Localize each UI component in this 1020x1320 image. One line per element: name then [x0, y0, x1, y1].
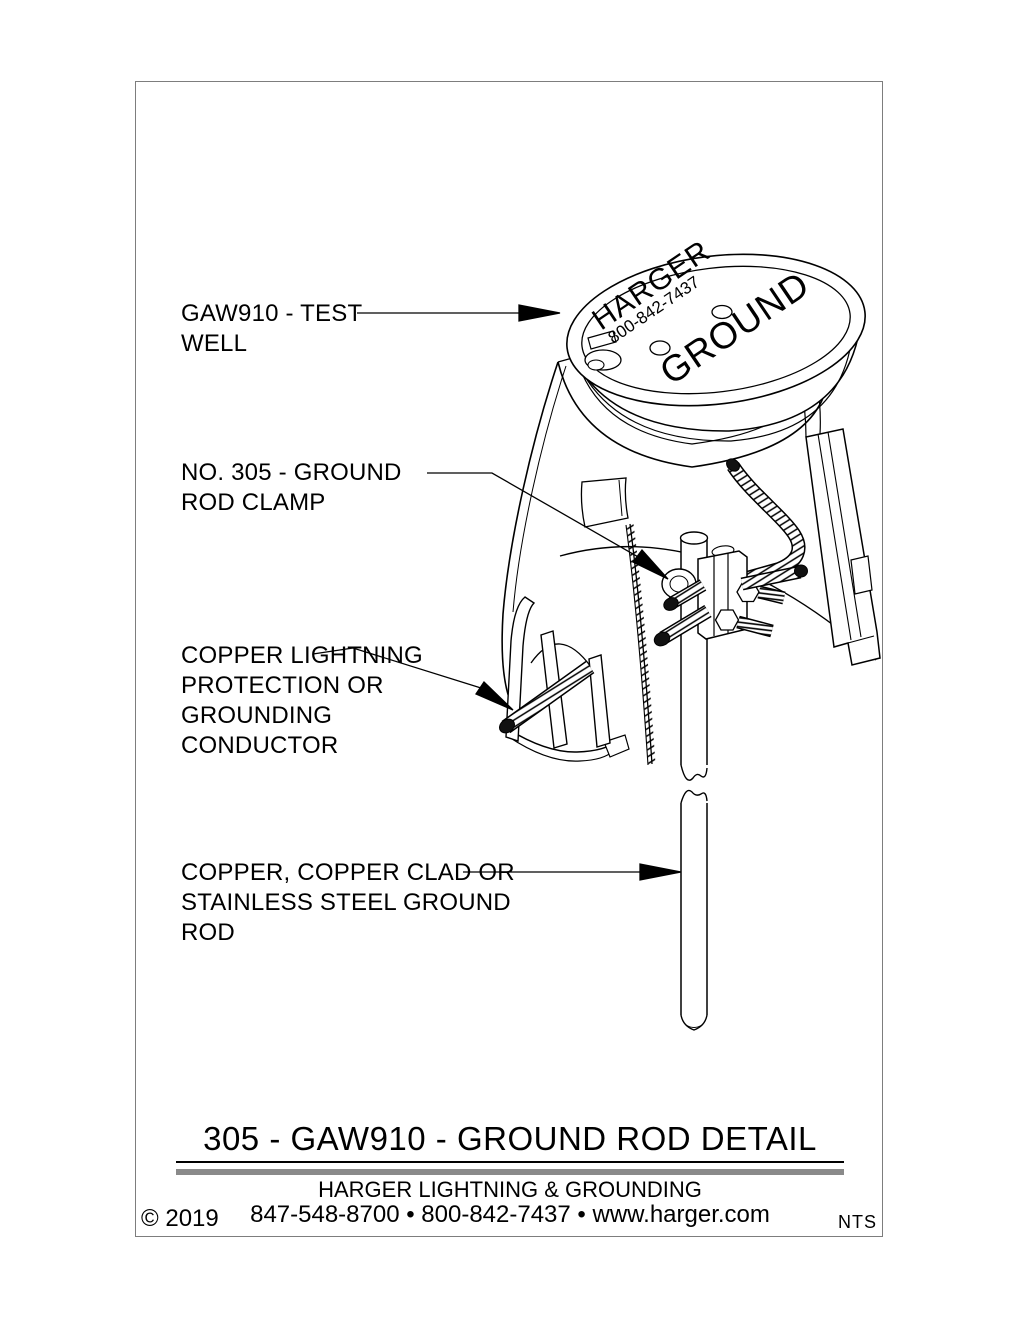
- rod-break-lower: [680, 789, 708, 804]
- arrowhead-conductor: [475, 680, 514, 711]
- lid-hole-2: [711, 304, 733, 320]
- callout-conductor-line3: GROUNDING: [181, 702, 333, 729]
- conductor-through-slots: [499, 660, 595, 734]
- callout-rod-clamp-line1: NO. 305 - GROUND: [181, 459, 402, 486]
- contact-info: 847-548-8700 • 800-842-7437 • www.harger…: [250, 1201, 770, 1228]
- ground-rod-clamp: [653, 545, 808, 647]
- callout-ground-rod-line2: STAINLESS STEEL GROUND: [181, 889, 511, 916]
- callout-test-well-line1: GAW910 - TEST: [181, 300, 363, 327]
- body-strap: [795, 356, 881, 666]
- callout-ground-rod: COPPER, COPPER CLAD OR STAINLESS STEEL G…: [181, 858, 515, 948]
- title-rule-gray: [176, 1169, 844, 1175]
- conductor-curved: [726, 458, 806, 585]
- title-rule-black: [176, 1161, 844, 1163]
- scale-note: NTS: [838, 1212, 877, 1232]
- company-name: HARGER LIGHTNING & GROUNDING: [318, 1177, 702, 1202]
- arrowhead-rod-clamp: [632, 548, 669, 580]
- callout-rod-clamp: NO. 305 - GROUND ROD CLAMP: [181, 458, 402, 518]
- lid-bolt-recess: [584, 349, 622, 371]
- lid-hole-1: [649, 340, 671, 356]
- test-well-lid: HARGER 800-842-7437 GROUND: [566, 234, 866, 442]
- leader-conductor: [312, 647, 514, 711]
- drawing-title: 305 - GAW910 - GROUND ROD DETAIL: [203, 1120, 817, 1157]
- callout-conductor: COPPER LIGHTNING PROTECTION OR GROUNDING…: [181, 641, 423, 761]
- callout-test-well: GAW910 - TEST WELL: [181, 299, 362, 359]
- callout-conductor-line1: COPPER LIGHTNING: [181, 642, 423, 669]
- callout-rod-clamp-line2: ROD CLAMP: [181, 489, 326, 516]
- callout-test-well-line2: WELL: [181, 330, 248, 357]
- leader-lines: [312, 304, 682, 881]
- rod-break-upper: [680, 764, 708, 781]
- callout-conductor-line4: CONDUCTOR: [181, 732, 339, 759]
- lid-tab: [587, 330, 617, 350]
- cable-slot-guides: [505, 596, 611, 749]
- callout-conductor-line2: PROTECTION OR: [181, 672, 384, 699]
- callout-ground-rod-line3: ROD: [181, 919, 235, 946]
- conductor-tails: [653, 579, 712, 647]
- leader-ground-rod: [463, 863, 682, 881]
- callout-ground-rod-line1: COPPER, COPPER CLAD OR: [181, 859, 515, 886]
- sheet-border: [135, 81, 883, 1237]
- conductor-stub: [740, 564, 808, 591]
- arrowhead-test-well: [518, 304, 561, 322]
- arrowhead-ground-rod: [639, 863, 682, 881]
- leader-rod-clamp: [427, 472, 669, 580]
- clamp-bolt-upper: [736, 581, 786, 605]
- clamp-bolt-lower: [714, 609, 774, 638]
- copyright-notice: © 2019: [141, 1205, 219, 1232]
- leader-test-well: [357, 304, 561, 322]
